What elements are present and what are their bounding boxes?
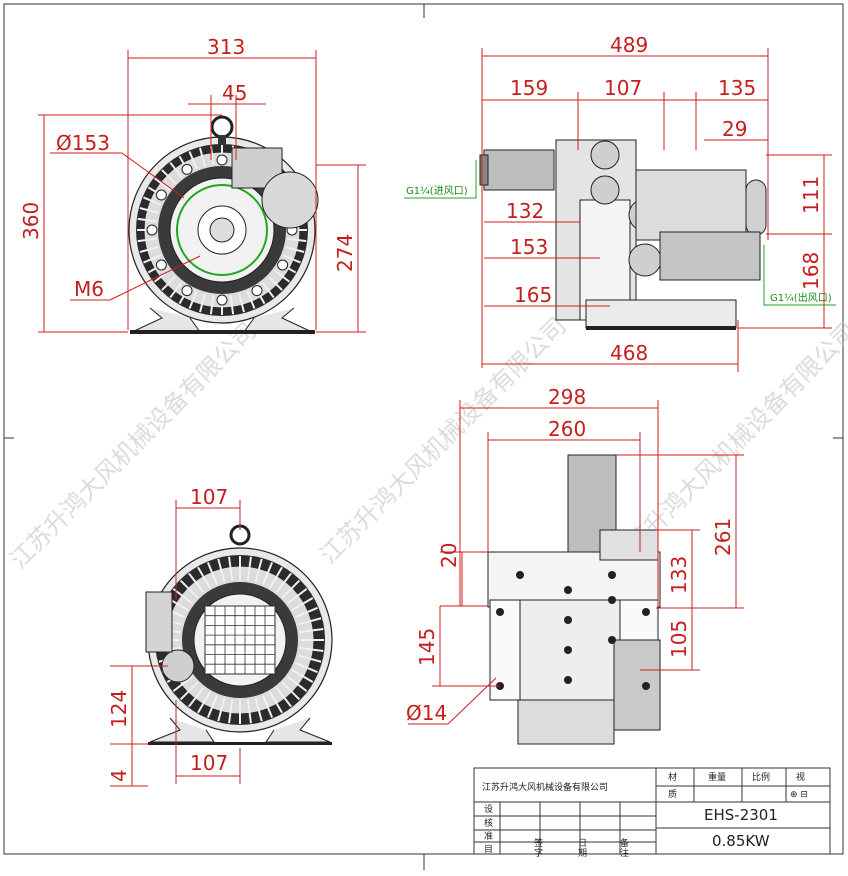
tb-note: 备	[620, 837, 629, 849]
rear-dim-124: 124	[107, 690, 131, 728]
tb-design: 设	[484, 804, 493, 815]
rear-dim-4: 4	[107, 769, 131, 782]
dim-313: 313	[207, 35, 245, 59]
rear-view: 107 107 124 4	[107, 485, 333, 787]
tb-sign: 签	[534, 837, 543, 849]
dim-261: 261	[711, 518, 735, 556]
dim-105: 105	[667, 620, 691, 658]
dim-20: 20	[437, 543, 461, 568]
tb-weight: 重量	[708, 771, 726, 783]
dim-274: 274	[333, 234, 357, 272]
tb-approve: 准	[484, 831, 493, 842]
dim-45: 45	[222, 81, 247, 105]
tb-model: EHS-2301	[704, 806, 778, 824]
dim-132: 132	[506, 199, 544, 223]
dim-153: 153	[510, 235, 548, 259]
dim-phi153: Ø153	[56, 131, 110, 155]
tb-view: 视	[796, 771, 805, 783]
dim-489: 489	[610, 33, 648, 57]
dim-111: 111	[799, 176, 823, 214]
side-view: G1¼(进风口) G1¼(出风口) 489 159 107 135 29 132…	[404, 33, 836, 372]
tb-check: 核	[484, 817, 493, 829]
tb-company: 江苏升鸿大风机械设备有限公司	[482, 781, 608, 793]
dim-159: 159	[510, 76, 548, 100]
tb-scale: 比例	[752, 771, 770, 783]
tb-power: 0.85KW	[712, 832, 770, 850]
rear-dim-107-top: 107	[190, 485, 228, 509]
dim-298: 298	[548, 385, 586, 409]
tb-ri: 日	[578, 838, 587, 849]
inlet-label: G1¼(进风口)	[406, 185, 468, 197]
tb-period: 期	[578, 848, 587, 859]
tb-view-symbol: ⊕ ⊟	[790, 790, 808, 800]
dim-145: 145	[415, 628, 439, 666]
dim-m6: M6	[74, 277, 104, 301]
tb-note2: 注	[620, 847, 629, 859]
tb-char: 字	[534, 847, 543, 859]
dim-165: 165	[514, 283, 552, 307]
front-view: 313 45 Ø153 360 274 M6	[19, 35, 366, 334]
watermark-1: 江苏升鸿大风机械设备有限公司	[4, 317, 261, 574]
tb-date: 目	[484, 844, 493, 855]
dim-133: 133	[667, 556, 691, 594]
dim-29: 29	[722, 117, 747, 141]
rear-dim-107-bottom: 107	[190, 751, 228, 775]
outlet-label: G1¼(出风口)	[770, 291, 832, 304]
dim-468: 468	[610, 341, 648, 365]
dim-260: 260	[548, 417, 586, 441]
dim-107: 107	[604, 76, 642, 100]
tb-quality: 质	[668, 788, 677, 800]
dim-360: 360	[19, 202, 43, 240]
bottom-view: 298 260 20 133 261 145 105 Ø14	[406, 385, 744, 745]
dim-phi14: Ø14	[406, 701, 447, 725]
dim-168: 168	[799, 252, 823, 290]
dim-135: 135	[718, 76, 756, 100]
watermark-2: 江苏升鸿大风机械设备有限公司	[314, 312, 571, 569]
tb-material: 材	[668, 771, 677, 783]
title-block: 江苏升鸿大风机械设备有限公司 材 质 重量 比例 视 ⊕ ⊟ 设 核 准 目 签…	[473, 767, 831, 859]
